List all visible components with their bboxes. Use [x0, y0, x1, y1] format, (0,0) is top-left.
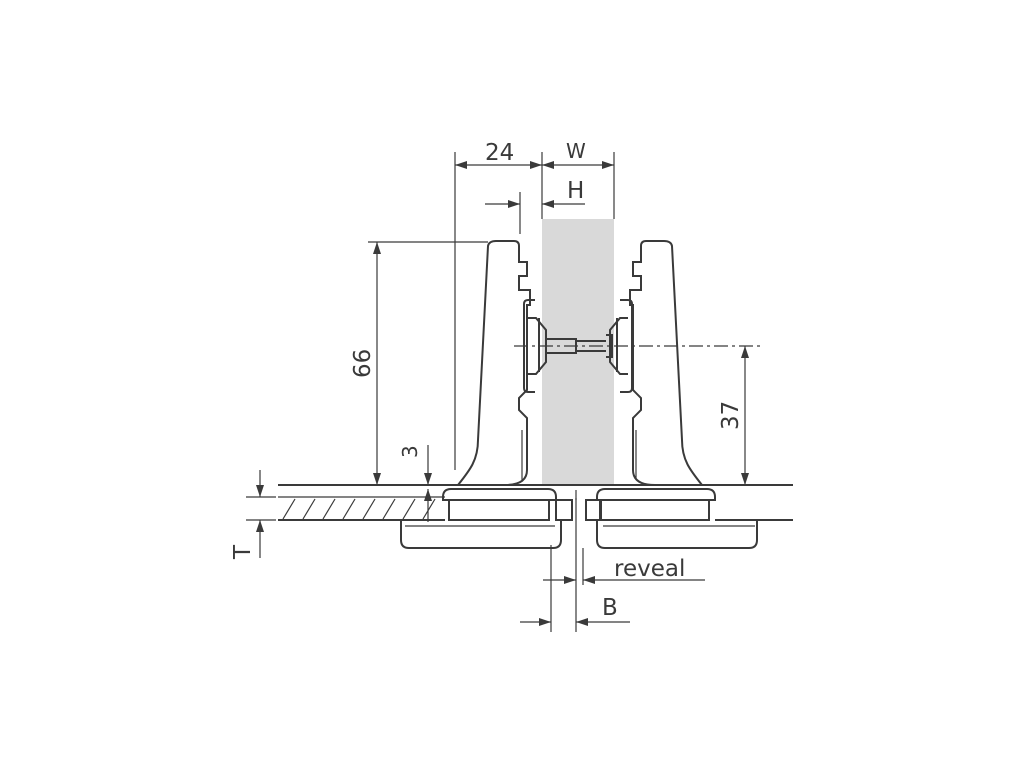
label-reveal: reveal [614, 556, 685, 582]
left-hinge-body [455, 240, 540, 486]
label-t: T [230, 544, 256, 560]
label-b: B [602, 595, 618, 621]
label-h: H [567, 178, 584, 204]
label-24: 24 [485, 140, 514, 166]
dimension-t [256, 470, 264, 558]
label-3: 3 [398, 445, 422, 458]
dimension-reveal [543, 576, 705, 584]
right-hinge-body [616, 240, 705, 486]
dimension-b [520, 618, 630, 626]
dimension-66 [373, 242, 381, 485]
label-66: 66 [350, 349, 376, 378]
dimension-37 [741, 346, 749, 485]
dimension-h [485, 200, 585, 208]
left-base-plate [400, 488, 573, 549]
dimension-3 [424, 445, 432, 522]
label-w: W [566, 139, 586, 163]
hatched-slab [282, 498, 436, 520]
dimension-w [542, 161, 614, 169]
label-37: 37 [718, 401, 744, 430]
right-base-plate [585, 488, 758, 549]
dimension-24 [455, 161, 542, 169]
